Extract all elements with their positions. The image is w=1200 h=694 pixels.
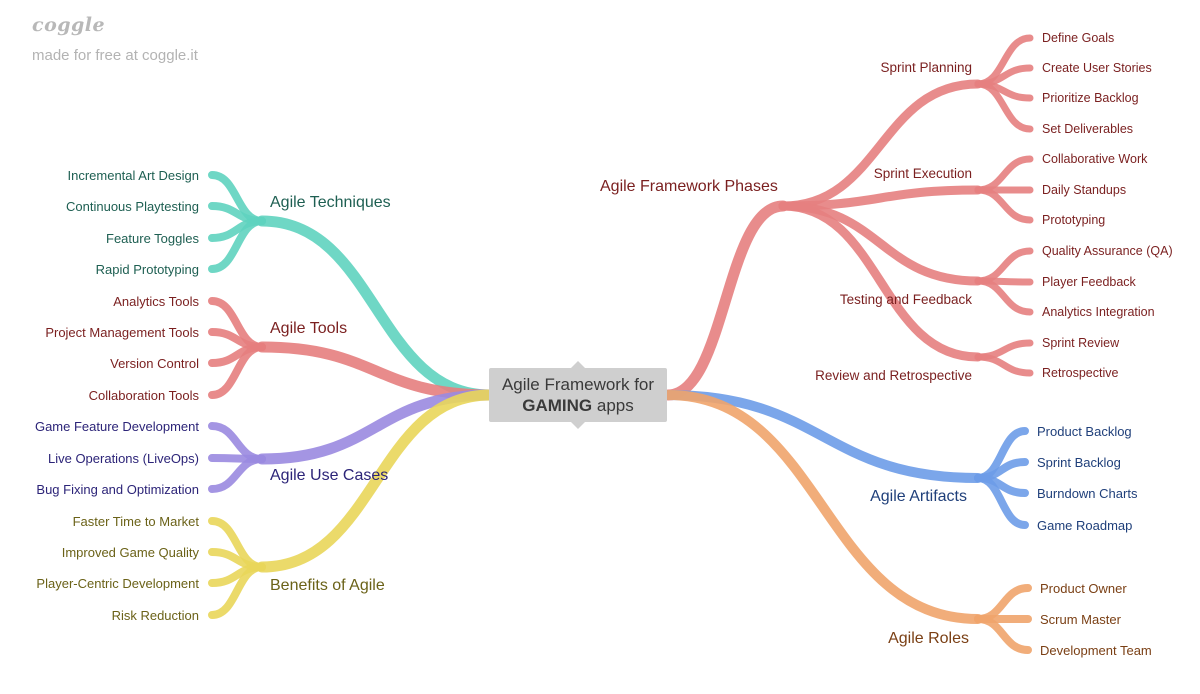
leaf-prioritize-backlog[interactable]: Prioritize Backlog — [1042, 91, 1139, 105]
leaf-analytics-tools[interactable]: Analytics Tools — [113, 294, 199, 309]
central-topic-line2: GAMING apps — [522, 395, 633, 416]
benefits-topic-label[interactable]: Benefits of Agile — [270, 577, 385, 594]
use_cases-leaf-connector — [208, 455, 266, 493]
phase-leaf-connector — [974, 277, 1034, 316]
techniques-topic-label[interactable]: Agile Techniques — [270, 194, 391, 211]
use_cases-topic-label[interactable]: Agile Use Cases — [270, 467, 388, 484]
leaf-feature-toggles[interactable]: Feature Toggles — [106, 231, 199, 246]
leaf-version-control[interactable]: Version Control — [110, 356, 199, 371]
artifacts-leaf-connector — [974, 474, 1029, 529]
leaf-live-operations-liveops[interactable]: Live Operations (LiveOps) — [48, 451, 199, 466]
benefits-leaf-connector — [208, 563, 266, 619]
phase-leaf-connector — [974, 353, 1034, 377]
leaf-burndown-charts[interactable]: Burndown Charts — [1037, 486, 1138, 501]
leaf-retrospective[interactable]: Retrospective — [1042, 366, 1118, 380]
phase-testing-and-feedback-connector — [778, 201, 983, 286]
central-topic-apps: apps — [592, 396, 634, 415]
phase-leaf-connector — [974, 247, 1034, 285]
leaf-faster-time-to-market[interactable]: Faster Time to Market — [73, 514, 200, 529]
phases-main-connector — [662, 200, 789, 401]
leaf-collaborative-work[interactable]: Collaborative Work — [1042, 152, 1148, 166]
leaf-player-feedback[interactable]: Player Feedback — [1042, 275, 1137, 289]
phase-leaf-connector — [974, 80, 1034, 133]
roles-leaf-connector — [974, 615, 1032, 654]
leaf-set-deliverables[interactable]: Set Deliverables — [1042, 122, 1133, 136]
leaf-daily-standups[interactable]: Daily Standups — [1042, 183, 1126, 197]
tools-leaf-connector — [208, 343, 266, 399]
artifacts-topic-label[interactable]: Agile Artifacts — [870, 488, 967, 505]
leaf-development-team[interactable]: Development Team — [1040, 643, 1152, 658]
branch-connectors — [208, 34, 1034, 654]
leaf-project-management-tools[interactable]: Project Management Tools — [45, 325, 199, 340]
leaf-improved-game-quality[interactable]: Improved Game Quality — [62, 545, 200, 560]
central-topic-node[interactable]: Agile Framework for GAMING apps — [489, 361, 667, 429]
phase-review-and-retrospective-label[interactable]: Review and Retrospective — [815, 368, 972, 383]
leaf-define-goals[interactable]: Define Goals — [1042, 31, 1114, 45]
leaf-product-backlog[interactable]: Product Backlog — [1037, 424, 1132, 439]
leaf-player-centric-development[interactable]: Player-Centric Development — [36, 576, 199, 591]
leaf-create-user-stories[interactable]: Create User Stories — [1042, 61, 1152, 75]
coggle-logo: coggle — [32, 14, 106, 36]
leaf-scrum-master[interactable]: Scrum Master — [1040, 612, 1122, 627]
leaf-collaboration-tools[interactable]: Collaboration Tools — [89, 388, 200, 403]
phase-sprint-planning-connector — [778, 79, 983, 211]
leaf-product-owner[interactable]: Product Owner — [1040, 581, 1127, 596]
leaf-sprint-backlog[interactable]: Sprint Backlog — [1037, 455, 1121, 470]
leaf-bug-fixing-and-optimization[interactable]: Bug Fixing and Optimization — [36, 482, 199, 497]
leaf-prototyping[interactable]: Prototyping — [1042, 213, 1105, 227]
phases-topic-label[interactable]: Agile Framework Phases — [600, 178, 778, 195]
leaf-game-roadmap[interactable]: Game Roadmap — [1037, 518, 1132, 533]
leaf-quality-assurance-qa[interactable]: Quality Assurance (QA) — [1042, 244, 1173, 258]
central-topic-line1: Agile Framework for — [501, 375, 655, 394]
phase-testing-and-feedback-label[interactable]: Testing and Feedback — [840, 292, 972, 307]
leaf-incremental-art-design[interactable]: Incremental Art Design — [67, 168, 199, 183]
coggle-tagline[interactable]: made for free at coggle.it — [32, 47, 198, 64]
roles-main-connector — [663, 390, 983, 624]
phase-leaf-connector — [974, 155, 1034, 194]
leaf-analytics-integration[interactable]: Analytics Integration — [1042, 305, 1155, 319]
leaf-sprint-review[interactable]: Sprint Review — [1042, 336, 1120, 350]
benefits-main-connector — [256, 389, 496, 573]
phase-leaf-connector — [974, 186, 1034, 224]
roles-topic-label[interactable]: Agile Roles — [888, 630, 969, 647]
tools-main-connector — [256, 341, 496, 401]
leaf-continuous-playtesting[interactable]: Continuous Playtesting — [66, 199, 199, 214]
leaf-rapid-prototyping[interactable]: Rapid Prototyping — [96, 262, 199, 277]
phase-sprint-planning-label[interactable]: Sprint Planning — [880, 60, 972, 75]
phase-sprint-execution-label[interactable]: Sprint Execution — [874, 166, 972, 181]
roles-leaf-connector — [974, 584, 1032, 623]
artifacts-main-connector — [663, 390, 983, 483]
techniques-main-connector — [256, 215, 496, 401]
leaf-game-feature-development[interactable]: Game Feature Development — [35, 419, 199, 434]
techniques-leaf-connector — [208, 217, 266, 273]
tools-topic-label[interactable]: Agile Tools — [270, 320, 347, 337]
leaf-risk-reduction[interactable]: Risk Reduction — [112, 608, 199, 623]
central-topic-gaming: GAMING — [522, 396, 593, 415]
phase-review-and-retrospective-connector — [778, 201, 983, 362]
